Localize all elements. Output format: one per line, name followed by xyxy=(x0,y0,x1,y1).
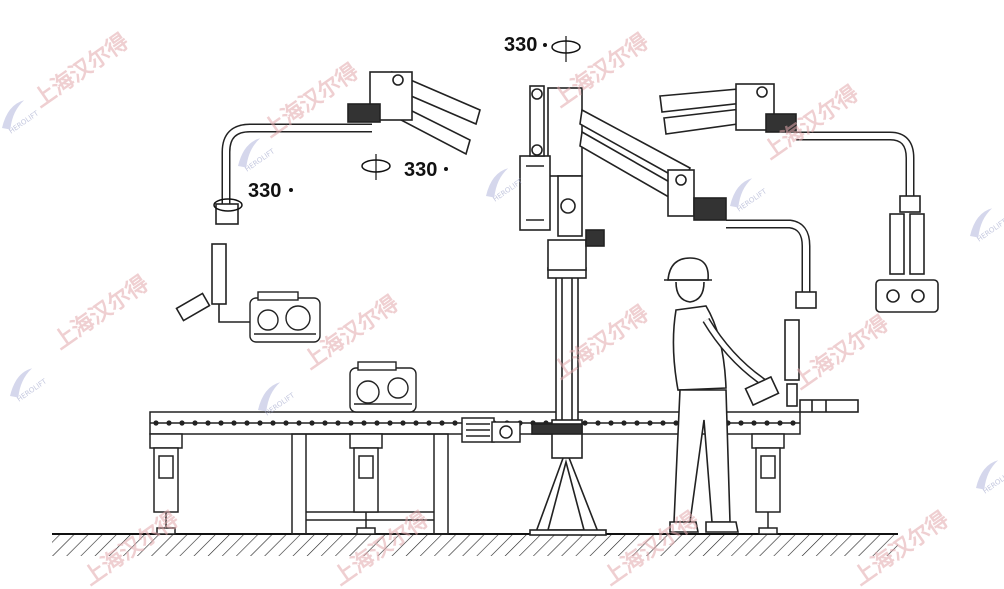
watermarks: 上海汉尔得 上海汉尔得 上海汉尔得 上海汉尔得 上海汉尔得 上海汉尔得 上海汉尔… xyxy=(2,29,1004,589)
roller-dot xyxy=(673,420,679,426)
roller-dot xyxy=(270,420,276,426)
ground xyxy=(52,533,898,556)
roller-dot xyxy=(322,420,328,426)
roller-dot xyxy=(179,420,185,426)
engine-block-on-conveyor xyxy=(349,361,417,413)
roller-dot xyxy=(166,420,172,426)
roller-dot xyxy=(192,420,198,426)
roller-dot xyxy=(634,420,640,426)
engine-block-hanging xyxy=(249,291,321,343)
roller-dot xyxy=(439,420,445,426)
worker-figure xyxy=(664,257,780,533)
roller-dot xyxy=(790,420,796,426)
roller-dot xyxy=(660,420,666,426)
roller-dot xyxy=(348,420,354,426)
roller-dot xyxy=(218,420,224,426)
roller-dot xyxy=(413,420,419,426)
left-torque-arm xyxy=(175,70,481,323)
roller-dot xyxy=(582,420,588,426)
roller-dot xyxy=(309,420,315,426)
conveyor-leg-3 xyxy=(751,433,785,535)
rotation-label-left-tool: 330 xyxy=(248,180,281,202)
roller-dot xyxy=(387,420,393,426)
roller-dot xyxy=(738,420,744,426)
conveyor-leg-2 xyxy=(349,433,383,535)
roller-dot xyxy=(647,420,653,426)
watermark-text: 上海汉尔得 xyxy=(29,29,134,113)
roller-dot xyxy=(296,420,302,426)
roller-dot xyxy=(764,420,770,426)
roller-dot xyxy=(257,420,263,426)
central-column xyxy=(519,85,607,536)
roller-dot xyxy=(374,420,380,426)
roller-dot xyxy=(400,420,406,426)
roller-dot xyxy=(452,420,458,426)
roller-dot xyxy=(751,420,757,426)
conveyor-leg-1 xyxy=(149,433,183,535)
roller-dot xyxy=(283,420,289,426)
main-articulated-arm xyxy=(579,108,859,413)
roller-dot xyxy=(153,420,159,426)
roller-dot xyxy=(621,420,627,426)
rotation-label-column: 330 xyxy=(504,34,537,56)
roller-dot xyxy=(335,420,341,426)
watermark-text: 上海汉尔得 xyxy=(49,271,154,355)
roller-dot xyxy=(231,420,237,426)
roller-dot xyxy=(777,420,783,426)
roller-dot xyxy=(426,420,432,426)
roller-dot xyxy=(205,420,211,426)
roller-dot xyxy=(244,420,250,426)
rotation-marker-left-tool: 330 xyxy=(213,180,293,212)
roller-dot xyxy=(608,420,614,426)
roller-dot xyxy=(595,420,601,426)
rotation-marker-column: 330 xyxy=(504,34,581,62)
watermark-text: 上海汉尔得 xyxy=(789,311,894,395)
right-torque-arm xyxy=(659,83,939,313)
roller-dot xyxy=(361,420,367,426)
rotation-marker-left-joint: 330 xyxy=(361,154,448,181)
conveyor-motor xyxy=(461,417,521,443)
rotation-label-left-joint: 330 xyxy=(404,159,437,181)
